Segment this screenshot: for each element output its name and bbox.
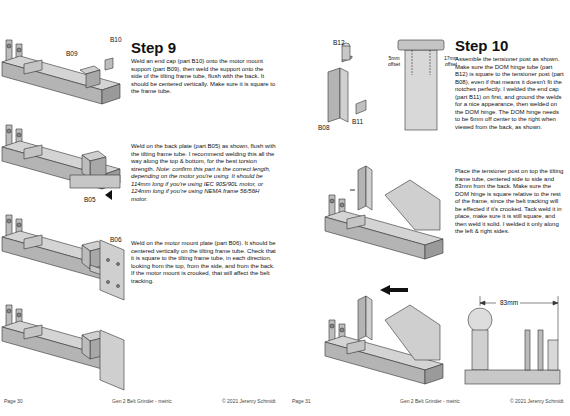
- part-callout: B05: [84, 196, 96, 203]
- instruction-text: Weld on the back plate (part B05) as sho…: [131, 143, 276, 203]
- step-heading: Step 9: [131, 40, 176, 57]
- page-number: Page 31: [292, 398, 311, 404]
- instruction-text: Assemble the tensioner post as shown. Ma…: [455, 56, 565, 131]
- footer-title: Gen 2 Belt Grinder - metric: [112, 398, 172, 404]
- part-callout: B10: [110, 36, 122, 43]
- step-heading: Step 10: [455, 38, 508, 55]
- part-callout: B11: [352, 118, 363, 125]
- footer-copyright: © 2021 Jeremy Schmidt: [222, 398, 275, 404]
- part-callout: B08: [318, 124, 330, 131]
- instruction-note: Note: confirm this part is the correct l…: [131, 166, 271, 202]
- part-callout: B12: [333, 39, 345, 46]
- part-callout: B06: [110, 236, 122, 243]
- instruction-text: Weld an end cap (part B10) onto the moto…: [131, 58, 276, 96]
- instruction-text: Place the tensioner post on top the tilt…: [455, 168, 565, 236]
- footer-copyright: © 2021 Jeremy Schmidt: [510, 398, 563, 404]
- dimension-label: 83mm: [500, 299, 518, 306]
- footer-title: Gen 2 Belt Grinder - metric: [400, 398, 460, 404]
- offset-dimension: 5mm offset: [385, 56, 403, 68]
- part-callout: B09: [66, 50, 78, 57]
- page-number: Page 30: [4, 398, 23, 404]
- instruction-text: Weld on the motor mount plate (part B06)…: [131, 240, 276, 285]
